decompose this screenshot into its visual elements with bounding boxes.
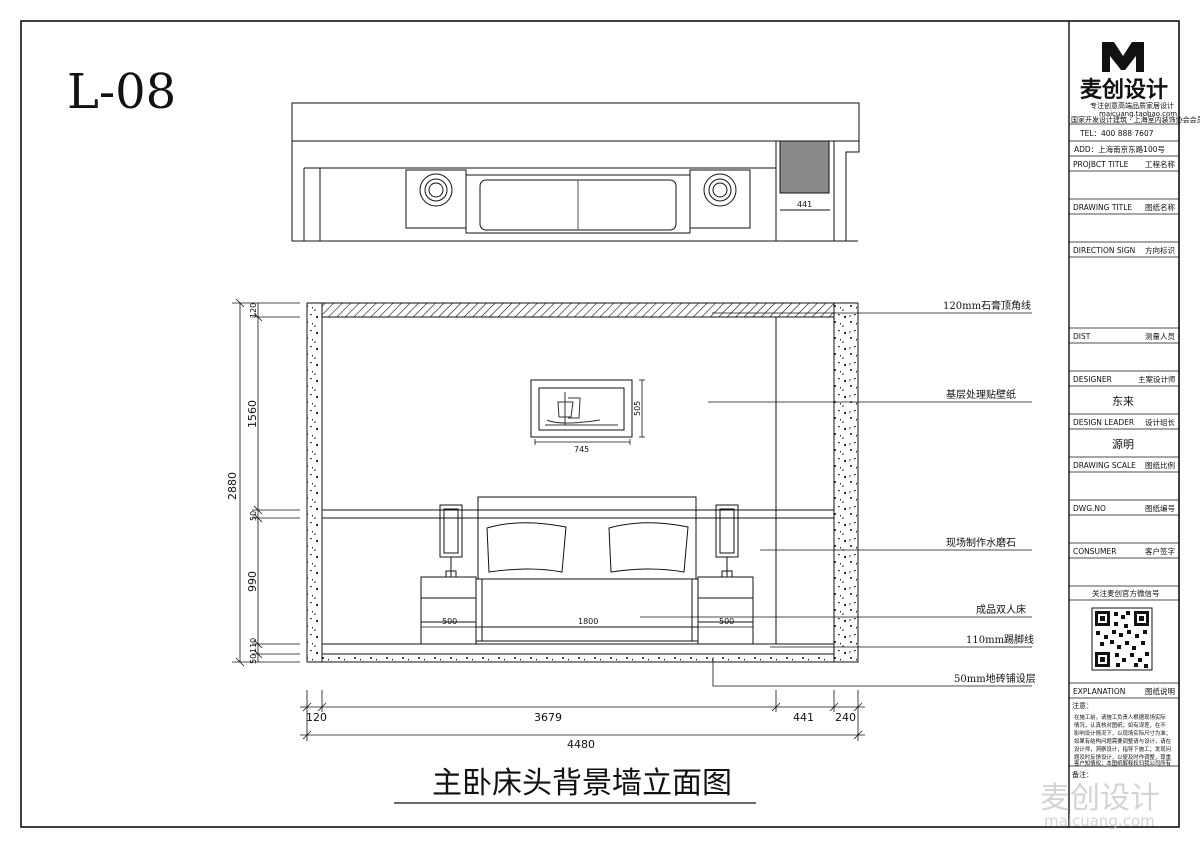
field-project-title-cn: 工程名称 (1145, 159, 1175, 169)
watermark-en: maicuang.com (1044, 812, 1155, 830)
nightstand-right-dim: 500 (719, 617, 734, 626)
bed-width-dim: 1800 (578, 617, 598, 626)
painting-width-dim: 745 (574, 445, 589, 454)
note-line-4: 如果有结构问题需要调整请与设计，请在 (1074, 737, 1172, 745)
annotation-crown: 120mm石膏顶角线 (943, 299, 1031, 312)
annotation-bed: 成品双人床 (976, 603, 1026, 616)
field-dist-en: DIST (1073, 332, 1091, 341)
hdim-seg-4: 240 (835, 711, 856, 724)
vdim-seg-1: 120 (249, 303, 258, 318)
field-consumer-cn: 客户签字 (1145, 546, 1175, 556)
watermark-cn: 麦创设计 (1040, 781, 1160, 816)
painting-height-dim: 505 (633, 401, 642, 416)
field-designer-cn: 主案设计师 (1138, 374, 1176, 384)
horizontal-dimension-lines (300, 690, 865, 741)
annotation-floor-tile: 50mm地砖铺设层 (954, 672, 1036, 685)
brand-logo-icon (1102, 42, 1144, 72)
brand-website: maicuang.taobao.com (1099, 110, 1177, 118)
vdim-seg-5: 110 (249, 638, 258, 653)
vdim-total: 2880 (226, 472, 239, 500)
nightstand-left-dim: 500 (442, 617, 457, 626)
field-direction-cn: 方向标识 (1145, 245, 1175, 255)
wechat-qr-icon (1091, 607, 1153, 671)
field-designer-value: 东来 (1112, 395, 1134, 408)
field-drawing-title-en: DRAWING TITLE (1073, 203, 1132, 212)
vdim-seg-2: 1560 (246, 400, 259, 428)
field-scale-en: DRAWING SCALE (1073, 461, 1136, 470)
brand-slogan: 专注创意高端品质家居设计 (1090, 101, 1174, 110)
company-tel: TEL：400 888 7607 (1079, 129, 1154, 138)
plan-dim-441: 441 (797, 200, 812, 209)
drawing-title: 主卧床头背景墙立面图 (432, 766, 732, 801)
field-project-title-en: PROJBCT TITLE (1073, 160, 1129, 169)
elevation-view (306, 302, 859, 663)
field-direction-en: DIRECTION SIGN (1073, 246, 1135, 255)
title-block (1069, 123, 1179, 767)
note-line-1: 在施工前，请施工负责人根据现场实际 (1074, 713, 1166, 721)
notes-title: 注意： (1072, 701, 1093, 710)
sheet-border (20, 20, 1180, 828)
explanation-en: EXPLANATION (1073, 687, 1125, 696)
field-scale-cn: 图纸比例 (1145, 460, 1175, 470)
field-dist-cn: 测量人员 (1145, 332, 1175, 341)
painting-dimensions (534, 379, 645, 445)
annotation-leaders (640, 312, 1032, 687)
field-consumer-en: CONSUMER (1073, 547, 1116, 556)
note-line-3: 影响设计情况下，以现场实际尺寸为准； (1074, 729, 1171, 737)
note-line-6: 题及时反馈设计，以便及时作调整，尊重 (1074, 753, 1172, 761)
explanation-cn: 图纸说明 (1145, 686, 1175, 696)
field-design-leader-cn: 设计组长 (1145, 417, 1175, 427)
field-designer-en: DESIGNER (1073, 375, 1112, 384)
note-line-5: 设计师，洞察设计，指导下施工；发现问 (1074, 745, 1171, 753)
field-drawing-title-cn: 图纸名称 (1145, 202, 1175, 212)
hdim-total: 4480 (567, 738, 595, 751)
company-address: ADD：上海南京东路100号 (1074, 144, 1165, 154)
annotation-wallpaper: 基层处理贴壁纸 (946, 388, 1016, 401)
field-design-leader-value: 源明 (1112, 437, 1134, 451)
vdim-seg-3: 50 (249, 511, 258, 521)
plan-view (291, 102, 860, 242)
field-design-leader-en: DESIGN LEADER (1073, 418, 1134, 427)
brand-name: 麦创设计 (1080, 77, 1168, 103)
annotation-terrazzo: 现场制作水磨石 (946, 536, 1016, 549)
note-line-7: 客户知情权；本图纸解释权归我公司所有 (1074, 759, 1172, 767)
vertical-dimension-lines (232, 298, 300, 667)
sheet-number: L-08 (67, 64, 176, 120)
vdim-seg-6: 50 (249, 654, 258, 664)
field-dwg-no-cn: 图纸编号 (1145, 503, 1175, 513)
vdim-seg-4: 990 (246, 571, 259, 592)
qr-caption: 关注麦创官方微信号 (1092, 588, 1160, 598)
annotation-skirting: 110mm踢脚线 (966, 633, 1034, 646)
hdim-seg-3: 441 (793, 711, 814, 724)
hdim-seg-2: 3679 (534, 711, 562, 724)
note-line-2: 情况，认真核对图纸；如有误差，在不 (1074, 721, 1166, 729)
remark-label: 备注： (1072, 770, 1093, 779)
brand-address-line: 国家开发设计建筑 · 上海室内装饰协会会员 (1071, 115, 1200, 124)
field-dwg-no-en: DWG.NO (1073, 504, 1106, 513)
hdim-seg-1: 120 (306, 711, 327, 724)
